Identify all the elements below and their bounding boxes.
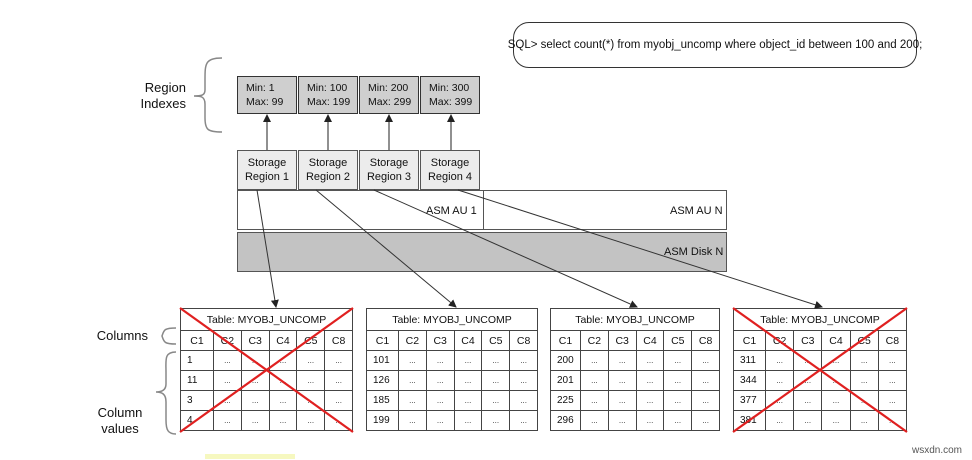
cell-placeholder: ...	[268, 410, 298, 431]
asm-disk-n-label: ASM Disk N	[664, 246, 724, 258]
columns-label: Columns	[96, 328, 148, 343]
region-indexes-label-line1: Region	[144, 80, 186, 95]
storage-region-number: Region 2	[305, 171, 351, 183]
cross-line	[732, 307, 908, 433]
table-row: 11...............	[180, 370, 353, 391]
region-index-max: Max: 199	[307, 96, 351, 108]
cell-placeholder: ...	[691, 410, 720, 431]
region-indexes-brace	[193, 57, 223, 133]
sql-query-text: SQL> select count(*) from myobj_uncomp w…	[507, 39, 923, 51]
storage-region-4: Storage Region 4	[420, 150, 480, 190]
table-row: 296...............	[550, 410, 720, 431]
storage-region-number: Region 3	[366, 171, 412, 183]
connector-region-3	[373, 189, 638, 308]
region-index-min: Min: 100	[307, 82, 348, 94]
asm-au-1-label: ASM AU 1	[426, 205, 477, 217]
connector-region-2	[315, 189, 457, 308]
columns-brace	[161, 327, 177, 345]
region-index-3: Min: 200 Max: 299	[359, 76, 419, 114]
storage-region-3: Storage Region 3	[359, 150, 419, 190]
sql-query-box: SQL> select count(*) from myobj_uncomp w…	[508, 22, 922, 68]
table-row: 185...............	[366, 390, 538, 411]
cross-line	[179, 307, 354, 433]
cell-value: 296	[550, 410, 581, 431]
table-row: 4...............	[180, 410, 353, 431]
region-index-min: Min: 1	[246, 82, 275, 94]
table-header-row: C1 C2 C3 C4 C5 C8	[366, 330, 538, 351]
column-header: C1	[366, 330, 399, 351]
table-title: Table: MYOBJ_UNCOMP	[550, 308, 720, 331]
table-header-row: C1 C2 C3 C4 C5 C8	[550, 330, 720, 351]
cell-placeholder: ...	[821, 410, 851, 431]
cell-placeholder: ...	[509, 410, 538, 431]
region-indexes-label-line2: Indexes	[140, 96, 186, 111]
cell-placeholder: ...	[793, 410, 823, 431]
region-index-max: Max: 299	[368, 96, 412, 108]
region-indexes-label: Region Indexes	[120, 80, 186, 112]
storage-region-label: Storage	[247, 157, 287, 169]
storage-region-number: Region 1	[244, 171, 290, 183]
column-values-label: Column values	[92, 405, 148, 437]
table-row: 101...............	[366, 350, 538, 371]
column-header: C8	[877, 330, 908, 351]
region-index-4: Min: 300 Max: 399	[420, 76, 480, 114]
column-header: C4	[635, 330, 665, 351]
cell-placeholder: ...	[764, 410, 795, 431]
region-index-max: Max: 99	[246, 96, 284, 108]
region-index-2: Min: 100 Max: 199	[298, 76, 358, 114]
cell-value: 199	[366, 410, 399, 431]
table-header-row: C1 C2 C3 C4 C5 C8	[180, 330, 353, 351]
storage-region-label: Storage	[430, 157, 470, 169]
connector-region-4	[457, 189, 823, 309]
table-row: 200...............	[550, 350, 720, 371]
cell-placeholder: ...	[691, 370, 720, 391]
asm-au-bar	[237, 190, 727, 230]
column-values-label-line1: Column	[97, 405, 143, 420]
column-values-label-line2: values	[101, 421, 139, 436]
region-index-max: Max: 399	[429, 96, 473, 108]
table-row: 126...............	[366, 370, 538, 391]
connector-region-1	[256, 189, 279, 308]
asm-au-n-label: ASM AU N	[670, 205, 723, 217]
column-header: C4	[821, 330, 851, 351]
table-myobj-uncomp-3: Table: MYOBJ_UNCOMP C1 C2 C3 C4 C5 C8 20…	[550, 308, 720, 431]
storage-region-1: Storage Region 1	[237, 150, 297, 190]
region-index-min: Min: 200	[368, 82, 409, 94]
watermark: wsxdn.com	[911, 445, 962, 456]
region-index-1: Min: 1 Max: 99	[237, 76, 297, 114]
storage-region-label: Storage	[369, 157, 409, 169]
table-row: 199...............	[366, 410, 538, 431]
storage-region-number: Region 4	[427, 171, 473, 183]
cell-placeholder: ...	[296, 410, 326, 431]
region-index-min: Min: 300	[429, 82, 470, 94]
storage-region-2: Storage Region 2	[298, 150, 358, 190]
asm-disk-bar	[237, 232, 727, 272]
table-myobj-uncomp-2: Table: MYOBJ_UNCOMP C1 C2 C3 C4 C5 C8 10…	[366, 308, 538, 431]
highlight-strip	[205, 454, 295, 459]
asm-au-divider	[483, 190, 484, 230]
column-header: C1	[180, 330, 214, 351]
storage-region-label: Storage	[308, 157, 348, 169]
column-values-brace	[155, 351, 177, 435]
table-row: 201...............	[550, 370, 720, 391]
